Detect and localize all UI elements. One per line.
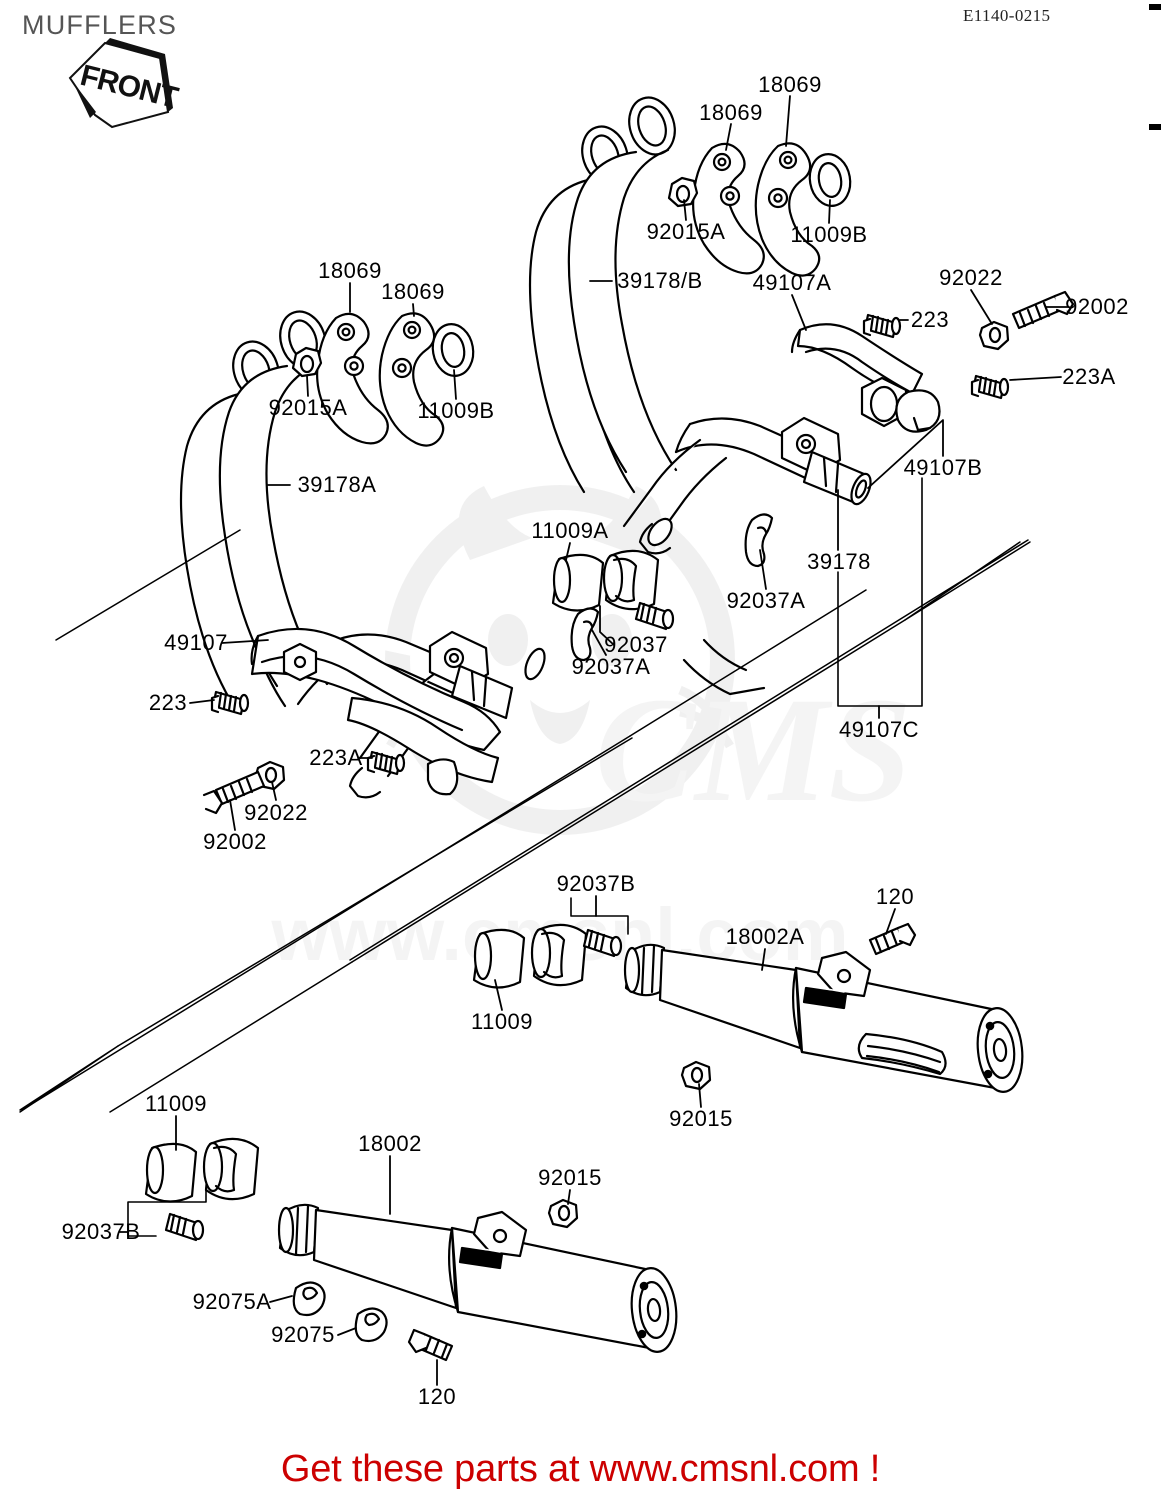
clamp-group-upper-muffler bbox=[472, 897, 629, 989]
part-callout-92037b[interactable]: 92037B bbox=[556, 871, 636, 896]
front-arrow-badge: FRONT bbox=[68, 38, 181, 129]
footer-promo-text: Get these parts at www.cmsnl.com ! bbox=[280, 1448, 881, 1490]
part-callout-92015a[interactable]: 92015A bbox=[268, 395, 348, 420]
bracket-49107c bbox=[837, 477, 923, 707]
part-callout-11009[interactable]: 11009 bbox=[470, 1009, 534, 1034]
part-callout-18069[interactable]: 18069 bbox=[318, 258, 382, 283]
part-callout-18002[interactable]: 18002 bbox=[358, 1131, 422, 1156]
part-callout-39178[interactable]: 39178 bbox=[807, 549, 871, 574]
holder-group-rear bbox=[667, 142, 852, 277]
part-callout-92022[interactable]: 92022 bbox=[939, 265, 1003, 290]
clamp-group-lower-muffler bbox=[127, 1137, 260, 1242]
part-callout-18069[interactable]: 18069 bbox=[699, 100, 763, 125]
part-callout-92037b[interactable]: 92037B bbox=[61, 1219, 141, 1244]
heat-shield-front bbox=[250, 627, 502, 796]
part-callout-18002a[interactable]: 18002A bbox=[725, 924, 805, 949]
part-callout-18069[interactable]: 18069 bbox=[381, 279, 445, 304]
part-callout-39178b[interactable]: 39178/B bbox=[617, 268, 703, 293]
part-callout-223a[interactable]: 223A bbox=[1062, 364, 1116, 389]
heat-shield-rear bbox=[790, 323, 941, 433]
part-callout-39178a[interactable]: 39178A bbox=[297, 472, 377, 497]
part-callout-92037[interactable]: 92037 bbox=[604, 632, 668, 657]
part-callout-92075a[interactable]: 92075A bbox=[192, 1289, 272, 1314]
header-pipes-rear bbox=[528, 96, 766, 696]
part-callout-92037a[interactable]: 92037A bbox=[571, 654, 651, 679]
part-callout-11009b[interactable]: 11009B bbox=[417, 398, 495, 423]
part-callout-92037a[interactable]: 92037A bbox=[726, 588, 806, 613]
part-callout-49107a[interactable]: 49107A bbox=[752, 270, 832, 295]
part-callout-49107[interactable]: 49107 bbox=[164, 630, 228, 655]
part-callout-120[interactable]: 120 bbox=[875, 884, 915, 909]
part-callout-223[interactable]: 223 bbox=[148, 690, 188, 715]
part-callout-92022[interactable]: 92022 bbox=[244, 800, 308, 825]
leader-lines bbox=[119, 95, 1070, 1386]
part-callout-92015[interactable]: 92015 bbox=[538, 1165, 602, 1190]
part-callout-223a[interactable]: 223A bbox=[309, 745, 363, 770]
part-callout-49107b[interactable]: 49107B bbox=[903, 455, 983, 480]
part-callout-92015[interactable]: 92015 bbox=[669, 1106, 733, 1131]
part-callout-11009b[interactable]: 11009B bbox=[790, 222, 868, 247]
part-callout-92002[interactable]: 92002 bbox=[1065, 294, 1129, 319]
clamp-group-center bbox=[551, 513, 774, 662]
muffler-lower bbox=[277, 1198, 678, 1362]
document-code: E1140-0215 bbox=[963, 6, 1051, 25]
part-callout-223[interactable]: 223 bbox=[910, 307, 950, 332]
header-pipes-front bbox=[179, 310, 429, 710]
part-callout-18069[interactable]: 18069 bbox=[758, 72, 822, 97]
muffler-upper bbox=[623, 922, 1024, 1093]
crop-mark-top bbox=[1149, 4, 1161, 10]
crop-mark-second bbox=[1149, 124, 1161, 130]
collector-rear bbox=[622, 416, 872, 555]
holder-group-front bbox=[291, 312, 475, 447]
part-callout-92075[interactable]: 92075 bbox=[271, 1322, 335, 1347]
part-callout-11009a[interactable]: 11009A bbox=[531, 518, 609, 543]
fastener-group-rear bbox=[862, 290, 1075, 400]
part-callout-49107c[interactable]: 49107C bbox=[838, 717, 920, 742]
svg-text:CMS: CMS bbox=[595, 667, 912, 833]
part-callout-92002[interactable]: 92002 bbox=[203, 829, 267, 854]
explode-guides bbox=[19, 529, 1031, 1113]
part-callout-92015a[interactable]: 92015A bbox=[646, 219, 726, 244]
part-callout-11009[interactable]: 11009 bbox=[144, 1091, 208, 1116]
part-callout-120[interactable]: 120 bbox=[417, 1384, 457, 1409]
fastener-group-front bbox=[202, 690, 406, 815]
page-title: MUFFLERS bbox=[22, 10, 178, 40]
